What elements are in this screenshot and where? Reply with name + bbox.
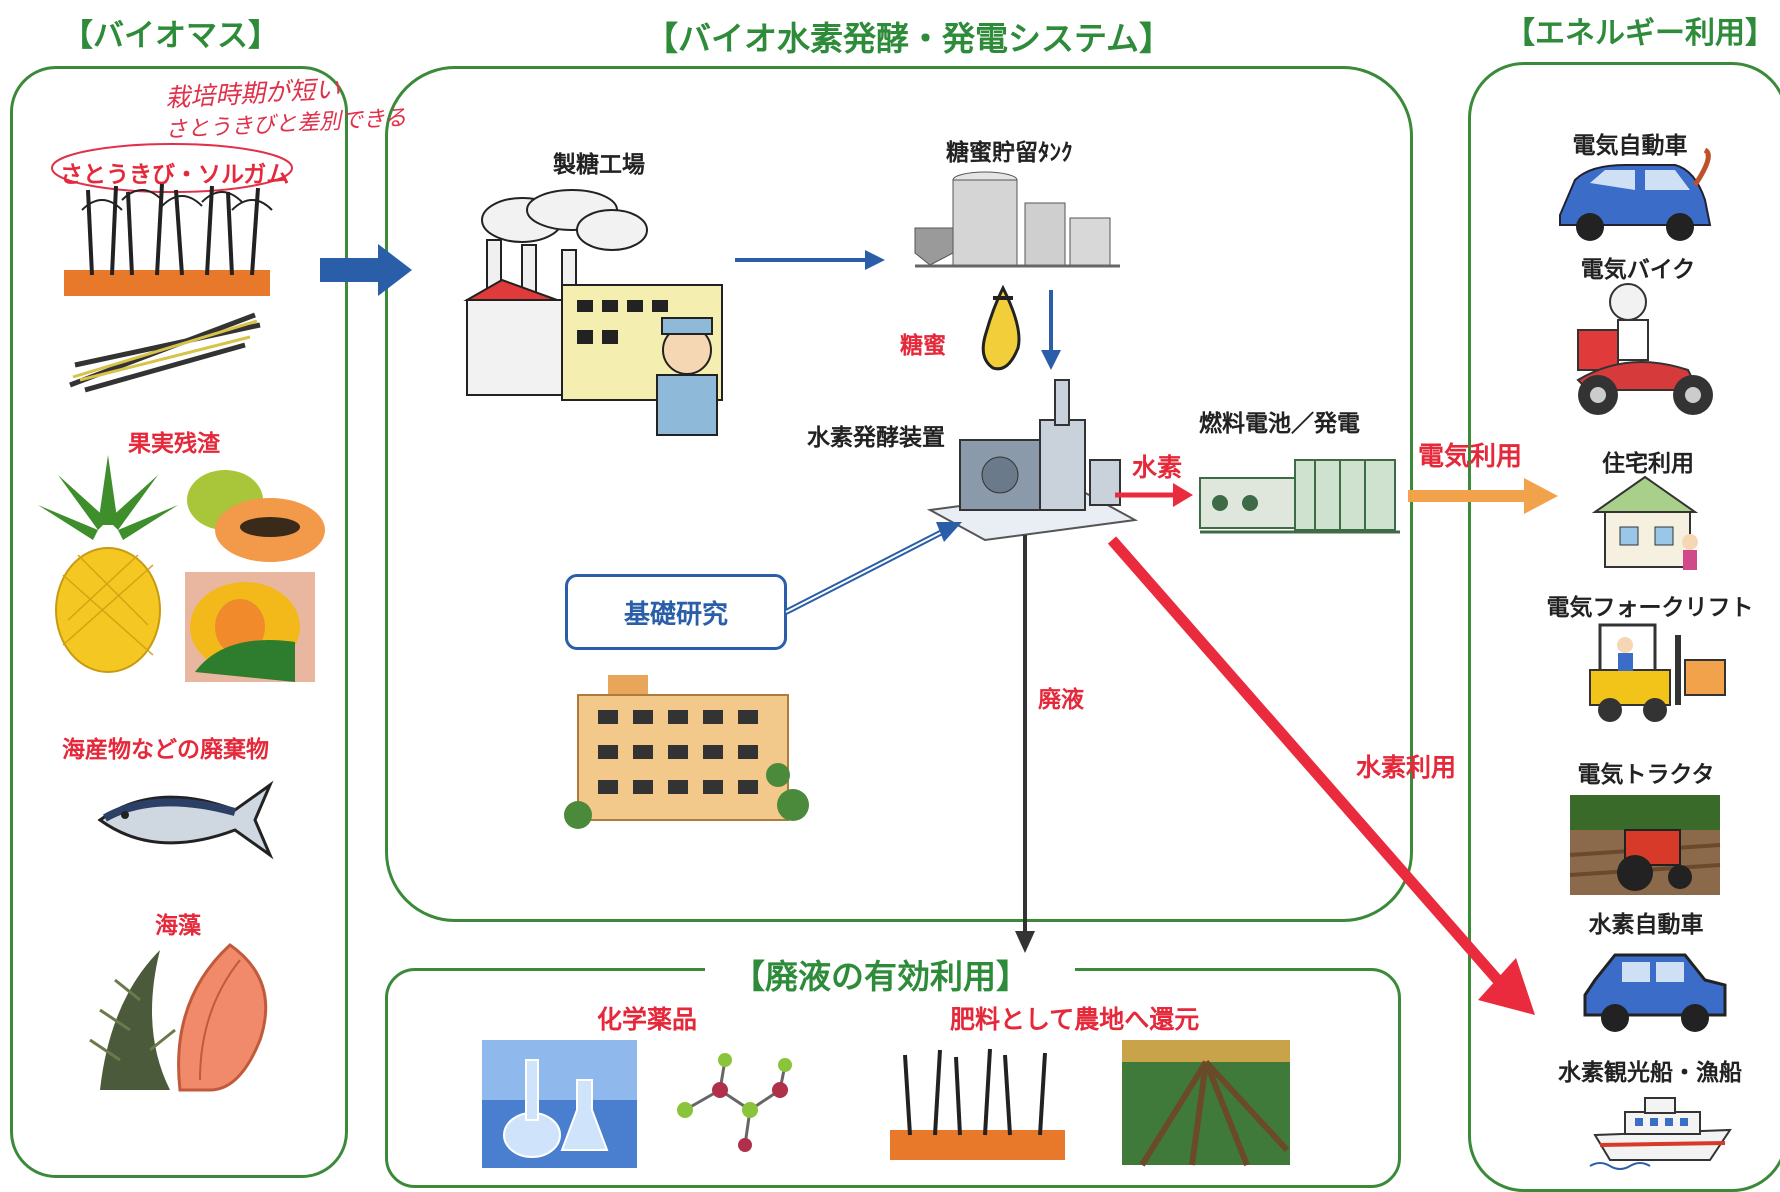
field-sugarcane-icon bbox=[890, 1048, 1065, 1160]
research-to-fermenter-arrow bbox=[784, 522, 962, 615]
waste-liquid-arrow bbox=[1015, 535, 1035, 953]
chemicals-label: 化学薬品 bbox=[597, 1005, 698, 1034]
fermenter-label: 水素発酵装置 bbox=[807, 425, 945, 451]
biomass-fruit-label: 果実残渣 bbox=[128, 431, 220, 457]
electric-use-label: 電気利用 bbox=[1418, 442, 1523, 472]
molasses-label: 糖蜜 bbox=[900, 333, 946, 359]
boat-label: 水素観光船・漁船 bbox=[1558, 1060, 1742, 1086]
tank-to-fermenter-arrow bbox=[1041, 290, 1061, 370]
biomass-title: 【バイオマス】 bbox=[62, 18, 279, 54]
waste-title-gap bbox=[705, 955, 1075, 985]
cut-sugarcane-icon bbox=[69, 312, 261, 393]
biomass-to-system-arrow bbox=[320, 244, 412, 296]
pineapple-icon bbox=[38, 455, 178, 673]
flask-icon bbox=[482, 1040, 637, 1168]
tank-icon bbox=[914, 171, 1120, 268]
house-label: 住宅利用 bbox=[1602, 451, 1694, 477]
hydrogen-use-label: 水素利用 bbox=[1356, 753, 1457, 782]
waste-title: 【廃液の有効利用】 bbox=[732, 957, 1029, 996]
biomass-sugarcane-label: さとうきび・ソルガム bbox=[60, 162, 290, 188]
research-box bbox=[565, 574, 787, 650]
seaweed-icon bbox=[89, 943, 268, 1092]
molecule-icon bbox=[677, 1053, 792, 1152]
electric-use-arrow bbox=[1408, 478, 1558, 514]
research-building-icon bbox=[564, 675, 809, 829]
forklift-icon bbox=[1589, 623, 1726, 722]
hydrogen-label: 水素 bbox=[1132, 453, 1183, 482]
factory-icon bbox=[463, 189, 723, 436]
electric-bike-icon bbox=[1576, 283, 1713, 415]
tractor-icon bbox=[1569, 795, 1721, 895]
house-icon bbox=[1591, 475, 1699, 570]
h2car-label: 水素自動車 bbox=[1588, 912, 1704, 938]
molasses-icon bbox=[981, 284, 1021, 371]
electric-car-icon bbox=[1559, 147, 1712, 241]
biomass-seaweed-label: 海藻 bbox=[155, 913, 201, 939]
hydrogen-car-icon bbox=[1583, 953, 1727, 1032]
biomass-seafood-label: 海産物などの廃棄物 bbox=[62, 737, 269, 763]
papaya-icon bbox=[187, 470, 325, 562]
ebike-label: 電気バイク bbox=[1580, 257, 1696, 283]
fuelcell-label: 燃料電池／発電 bbox=[1199, 411, 1360, 437]
tank-label: 糖蜜貯留ﾀﾝｸ bbox=[946, 140, 1073, 166]
research-label: 基礎研究 bbox=[623, 600, 728, 630]
fuelcell-icon bbox=[1199, 459, 1400, 534]
mango-icon bbox=[185, 572, 315, 682]
biomass-panel bbox=[10, 66, 348, 1178]
fermenter-to-fuelcell-arrow bbox=[1115, 483, 1193, 507]
forklift-label: 電気フォークリフト bbox=[1546, 595, 1754, 621]
sugarcane-icon bbox=[64, 183, 273, 296]
fertilizer-label: 肥料として農地へ還元 bbox=[950, 1005, 1200, 1034]
boat-icon bbox=[1589, 1097, 1732, 1170]
fermenter-icon bbox=[926, 379, 1139, 542]
tuna-icon bbox=[97, 780, 274, 860]
system-title: 【バイオ水素発酵・発電システム】 bbox=[645, 19, 1173, 58]
factory-label: 製糖工場 bbox=[553, 152, 645, 178]
factory-to-tank-arrow bbox=[735, 250, 885, 270]
energy-title: 【エネルギー利用】 bbox=[1505, 16, 1775, 51]
ev-label: 電気自動車 bbox=[1572, 133, 1688, 159]
farmland-icon bbox=[1122, 1040, 1290, 1167]
tractor-label: 電気トラクタ bbox=[1577, 762, 1715, 788]
waste-liquid-label: 廃液 bbox=[1038, 687, 1084, 713]
